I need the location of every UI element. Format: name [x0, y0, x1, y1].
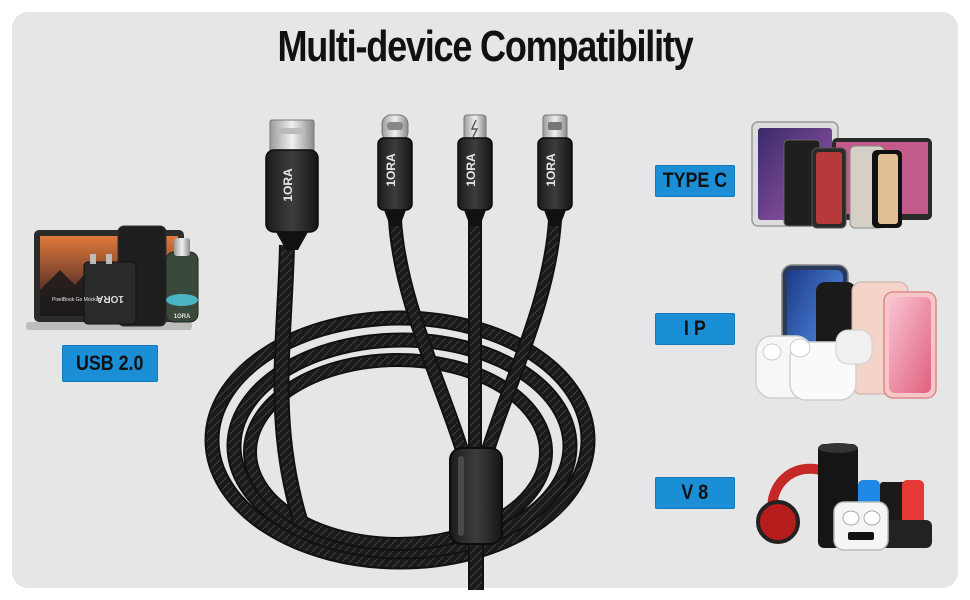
- page-title: Multi-device Compatibility: [277, 22, 693, 71]
- wall-charger-mark: 1ORA: [96, 293, 124, 304]
- usb-c-connector: [377, 114, 413, 226]
- usb-a-cable: [273, 244, 308, 523]
- v8-label: V 8: [655, 477, 735, 509]
- lightning-connector: [457, 114, 493, 226]
- split-cables: [388, 219, 562, 590]
- v8-devices-image: [756, 443, 932, 551]
- car-charger-mark: 1ORA: [174, 314, 191, 320]
- usb-a-connector: [265, 119, 319, 250]
- type-c-devices-image: [751, 121, 932, 229]
- lightning-brand-mark: 1ORA: [464, 153, 478, 187]
- ip-devices-image: [755, 264, 937, 401]
- usb-a-brand-mark: 1ORA: [281, 168, 295, 202]
- micro-usb-brand-mark: 1ORA: [544, 153, 558, 187]
- usb-power-devices-image: [26, 225, 199, 330]
- usb-2-0-label: USB 2.0: [62, 345, 158, 382]
- micro-usb-connector: [537, 114, 573, 226]
- laptop-screen-text: PixelBook Go Mockup: [52, 297, 101, 303]
- ip-label: I P: [655, 313, 735, 345]
- usb-c-brand-mark: 1ORA: [384, 153, 398, 187]
- type-c-label: TYPE C: [655, 165, 735, 197]
- cable-coil: [204, 310, 596, 570]
- cable-splitter: [449, 447, 503, 545]
